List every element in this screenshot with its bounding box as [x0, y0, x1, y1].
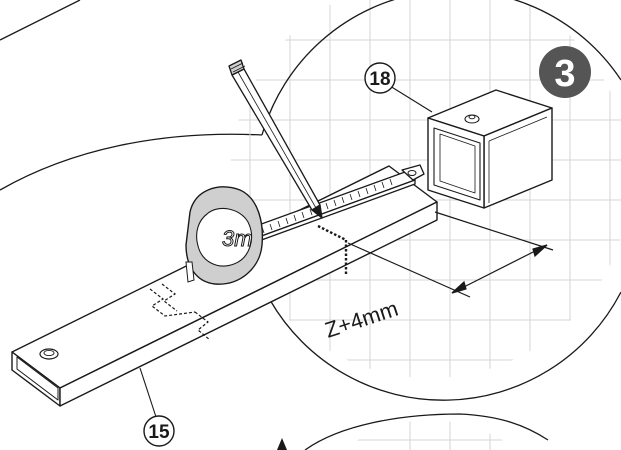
step-number: 3 [554, 53, 575, 95]
pencil-mark [317, 224, 348, 276]
callout-15: 15 [139, 367, 175, 447]
next-detail-circle [277, 413, 560, 450]
step-badge-circle [539, 46, 591, 98]
pencil [228, 59, 323, 219]
callout-15-label: 15 [148, 422, 170, 443]
tape-measure: 3m [185, 186, 264, 285]
dimension-label: Z+4mm [322, 296, 401, 343]
break-line [149, 283, 211, 341]
callout-18: 18 [364, 62, 433, 113]
dimension-line [347, 211, 554, 298]
callout-18-label: 18 [369, 69, 390, 90]
end-cap-block [427, 89, 553, 209]
step-badge: 3 [539, 46, 591, 98]
tape-measure-label: 3m [222, 226, 253, 251]
background-arcs [0, 0, 263, 191]
